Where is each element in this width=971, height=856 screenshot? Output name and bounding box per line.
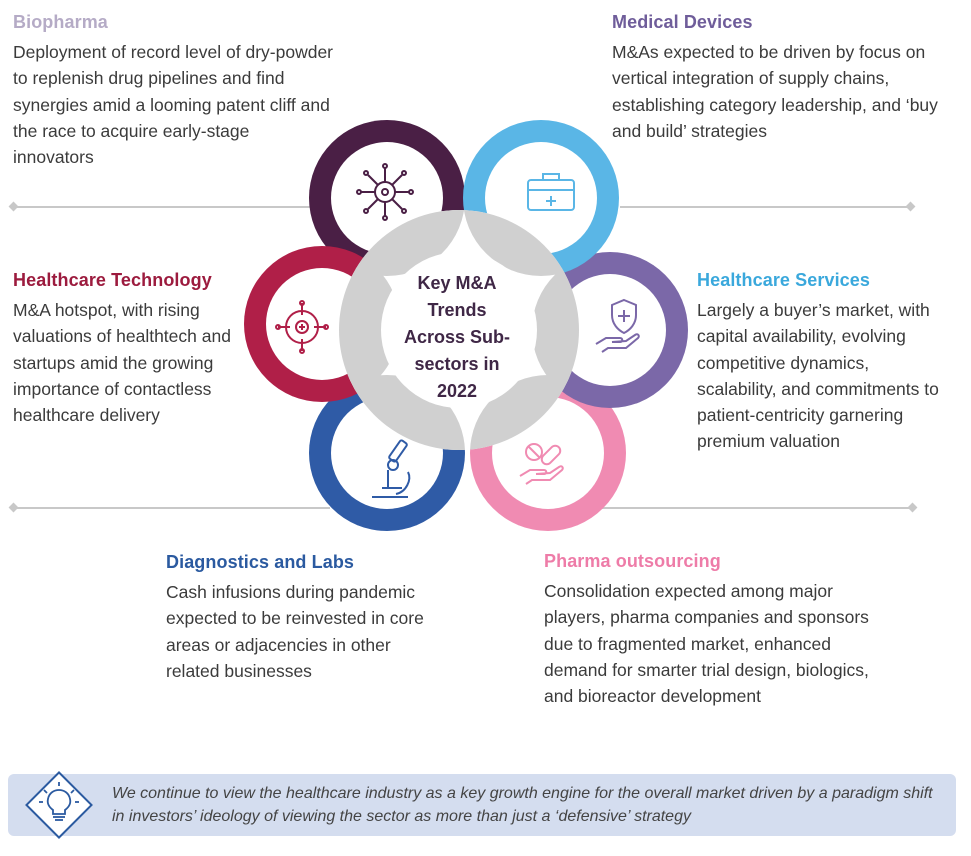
healthcare-technology-block: Healthcare Technology M&A hotspot, with … — [13, 270, 253, 428]
lightbulb-icon — [25, 771, 93, 839]
biopharma-title: Biopharma — [13, 12, 108, 32]
callout-text: We continue to view the healthcare indus… — [112, 785, 933, 825]
healthcare-services-title: Healthcare Services — [697, 270, 871, 290]
healthcare-technology-text: M&A hotspot, with rising valuations of h… — [13, 300, 231, 426]
biopharma-block: Biopharma Deployment of record level of … — [13, 12, 333, 170]
microscope-icon — [372, 439, 411, 498]
healthcare-technology-title: Healthcare Technology — [13, 270, 212, 290]
healthcare-services-text: Largely a buyer’s market, with capital a… — [697, 300, 939, 452]
medical-devices-title: Medical Devices — [612, 12, 753, 32]
divider-bottom — [8, 502, 918, 513]
medical-kit-icon — [527, 173, 575, 211]
pharma-outsourcing-title: Pharma outsourcing — [544, 551, 721, 571]
center-title: Key M&A Trends Across Sub-sectors in 202… — [403, 273, 511, 401]
diagnostics-text: Cash infusions during pandemic expected … — [166, 582, 424, 681]
pharma-outsourcing-block: Pharma outsourcing Consolidation expecte… — [544, 551, 894, 709]
shield-hand-icon — [595, 298, 640, 353]
diagnostics-block: Diagnostics and Labs Cash infusions duri… — [166, 552, 436, 684]
divider-top — [8, 201, 916, 212]
pharma-outsourcing-text: Consolidation expected among major playe… — [544, 581, 869, 707]
biopharma-text: Deployment of record level of dry-powder… — [13, 42, 334, 168]
healthcare-services-block: Healthcare Services Largely a buyer’s ma… — [697, 270, 947, 455]
medical-devices-text: M&As expected to be driven by focus on v… — [612, 42, 938, 141]
diagnostics-title: Diagnostics and Labs — [166, 552, 355, 572]
virus-icon — [356, 163, 414, 221]
medical-devices-block: Medical Devices M&As expected to be driv… — [612, 12, 952, 144]
pills-hand-icon — [519, 443, 564, 485]
target-crosshair-icon — [275, 300, 329, 354]
insight-callout: We continue to view the healthcare indus… — [8, 771, 956, 839]
